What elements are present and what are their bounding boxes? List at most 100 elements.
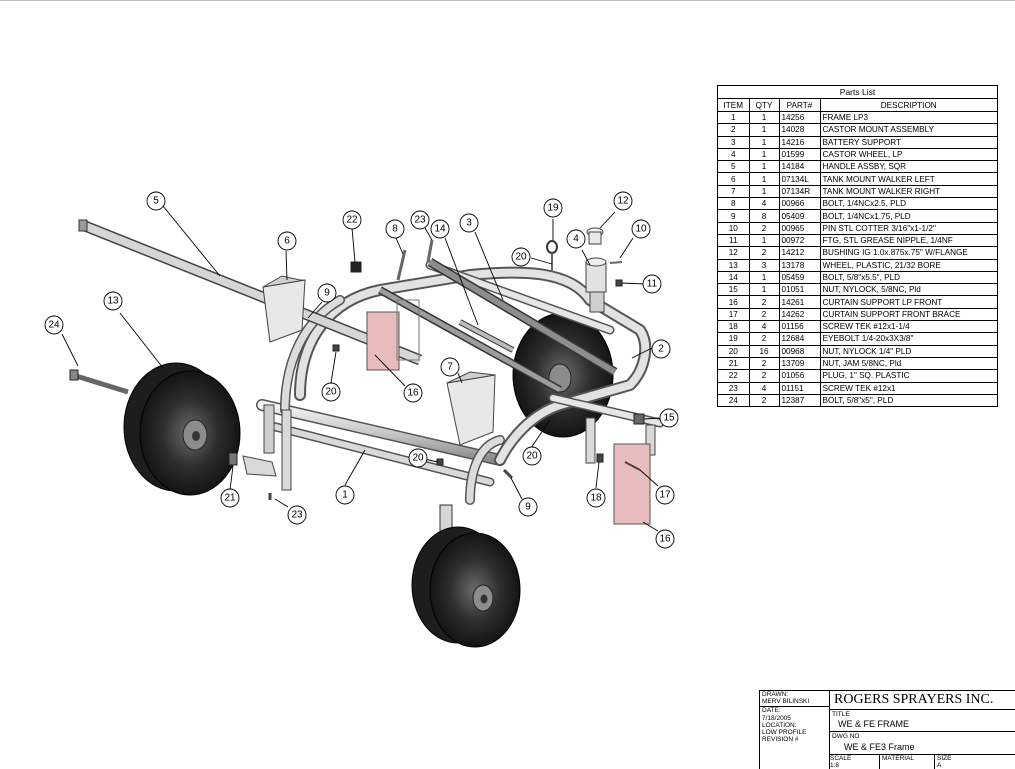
cell-item: 21 <box>718 356 750 371</box>
cell-part-number: 14028 <box>778 123 821 137</box>
callout-1: 1 <box>335 485 355 505</box>
cell-part-number: 14216 <box>778 135 821 149</box>
callout-label: 17 <box>659 490 671 501</box>
cell-description: BUSHING IG 1.0x.875x.75" W/FLANGE <box>819 246 997 260</box>
callout-8: 8 <box>385 219 405 239</box>
callout-circle <box>459 213 479 233</box>
cell-qty: 2 <box>748 369 780 383</box>
cell-part-number: 01056 <box>778 369 821 383</box>
cell-qty: 2 <box>748 307 780 322</box>
cell-description: NUT, JAM 5/8NC, Pld <box>819 356 997 371</box>
size-value: A <box>937 762 942 769</box>
tank-mount-right <box>446 371 496 446</box>
cell-part-number: 14262 <box>778 307 821 322</box>
date-label: DATE: <box>762 707 781 714</box>
callout-label: 21 <box>224 493 236 504</box>
wheel-front-castor <box>411 504 521 648</box>
cell-item: 17 <box>718 307 750 322</box>
drawn-label: DRAWN: <box>762 691 789 698</box>
cell-qty: 2 <box>748 246 780 260</box>
revision-label: REVISION # <box>762 736 799 743</box>
cell-item: 3 <box>718 135 750 149</box>
callout-circle <box>342 210 362 230</box>
callout-label: 7 <box>447 362 453 373</box>
cell-qty: 1 <box>748 233 780 248</box>
callout-circle <box>659 408 679 428</box>
callout-label: 10 <box>635 224 647 235</box>
header-part-number: PART# <box>778 99 821 112</box>
callout-20: 20 <box>522 446 542 466</box>
cell-description: CURTAIN SUPPORT FRONT BRACE <box>819 307 997 322</box>
callout-circle <box>146 191 166 211</box>
cell-part-number: 00968 <box>778 344 821 358</box>
cell-description: EYEBOLT 1/4-20x3X3/8" <box>819 332 997 346</box>
callout-circle <box>586 488 606 508</box>
cell-item: 10 <box>718 221 750 235</box>
callout-3: 3 <box>459 213 479 233</box>
callout-label: 2 <box>658 344 664 355</box>
cell-item: 8 <box>718 197 750 211</box>
cell-part-number: 01599 <box>778 147 821 162</box>
callout-circle <box>522 446 542 466</box>
cell-part-number: 05409 <box>778 209 821 223</box>
callout-circle <box>220 488 240 508</box>
cell-item: 9 <box>718 209 750 223</box>
callout-circle <box>631 219 651 239</box>
callout-7: 7 <box>440 357 460 377</box>
callout-15: 15 <box>659 408 679 428</box>
cell-part-number: 14256 <box>778 110 821 125</box>
cell-description: SCREW TEK #12x1-1/4 <box>819 320 997 334</box>
frame-legs <box>263 404 656 491</box>
callout-17: 17 <box>655 485 675 505</box>
cell-qty: 1 <box>748 123 780 137</box>
cell-item: 14 <box>718 270 750 285</box>
cell-item: 18 <box>718 320 750 334</box>
callout-label: 12 <box>617 196 629 207</box>
location-label: LOCATION: <box>762 722 797 729</box>
callout-5: 5 <box>146 191 166 211</box>
callout-circle <box>410 210 430 230</box>
callout-label: 15 <box>663 413 675 424</box>
scale-label: SCALE <box>830 755 852 762</box>
company-name: ROGERS SPRAYERS INC. <box>834 692 994 707</box>
callout-circle <box>543 198 563 218</box>
callout-10: 10 <box>631 219 651 239</box>
callout-circle <box>642 274 662 294</box>
callout-circle <box>408 448 428 468</box>
cell-part-number: 07134L <box>778 172 821 186</box>
callout-circle <box>511 247 531 267</box>
callout-label: 18 <box>590 493 602 504</box>
cell-part-number: 12387 <box>778 393 821 407</box>
divider <box>829 754 1015 755</box>
cell-description: BOLT, 5/8"x5", PLD <box>819 393 997 407</box>
parts-list-header-row: ITEM QTY PART# DESCRIPTION <box>718 99 997 112</box>
cell-qty: 1 <box>748 147 780 162</box>
handle-assembly <box>78 219 423 366</box>
callout-20: 20 <box>511 247 531 267</box>
callout-circle <box>440 357 460 377</box>
location-value: LOW PROFILE <box>762 729 807 736</box>
callout-20: 20 <box>321 382 341 402</box>
dwg-no-value: WE & FE3 Frame <box>844 742 915 752</box>
callout-14: 14 <box>430 219 450 239</box>
dwg-no-label: DWG NO <box>832 733 860 740</box>
callout-label: 14 <box>434 224 446 235</box>
cell-qty: 1 <box>748 160 780 174</box>
curtain-support-rear <box>366 299 420 371</box>
callout-label: 20 <box>526 451 538 462</box>
cell-part-number: 01156 <box>778 320 821 334</box>
callout-label: 23 <box>414 215 426 226</box>
cell-description: CASTOR MOUNT ASSEMBLY <box>819 123 997 137</box>
cell-qty: 1 <box>748 135 780 149</box>
castor-mount-assembly <box>585 227 607 313</box>
